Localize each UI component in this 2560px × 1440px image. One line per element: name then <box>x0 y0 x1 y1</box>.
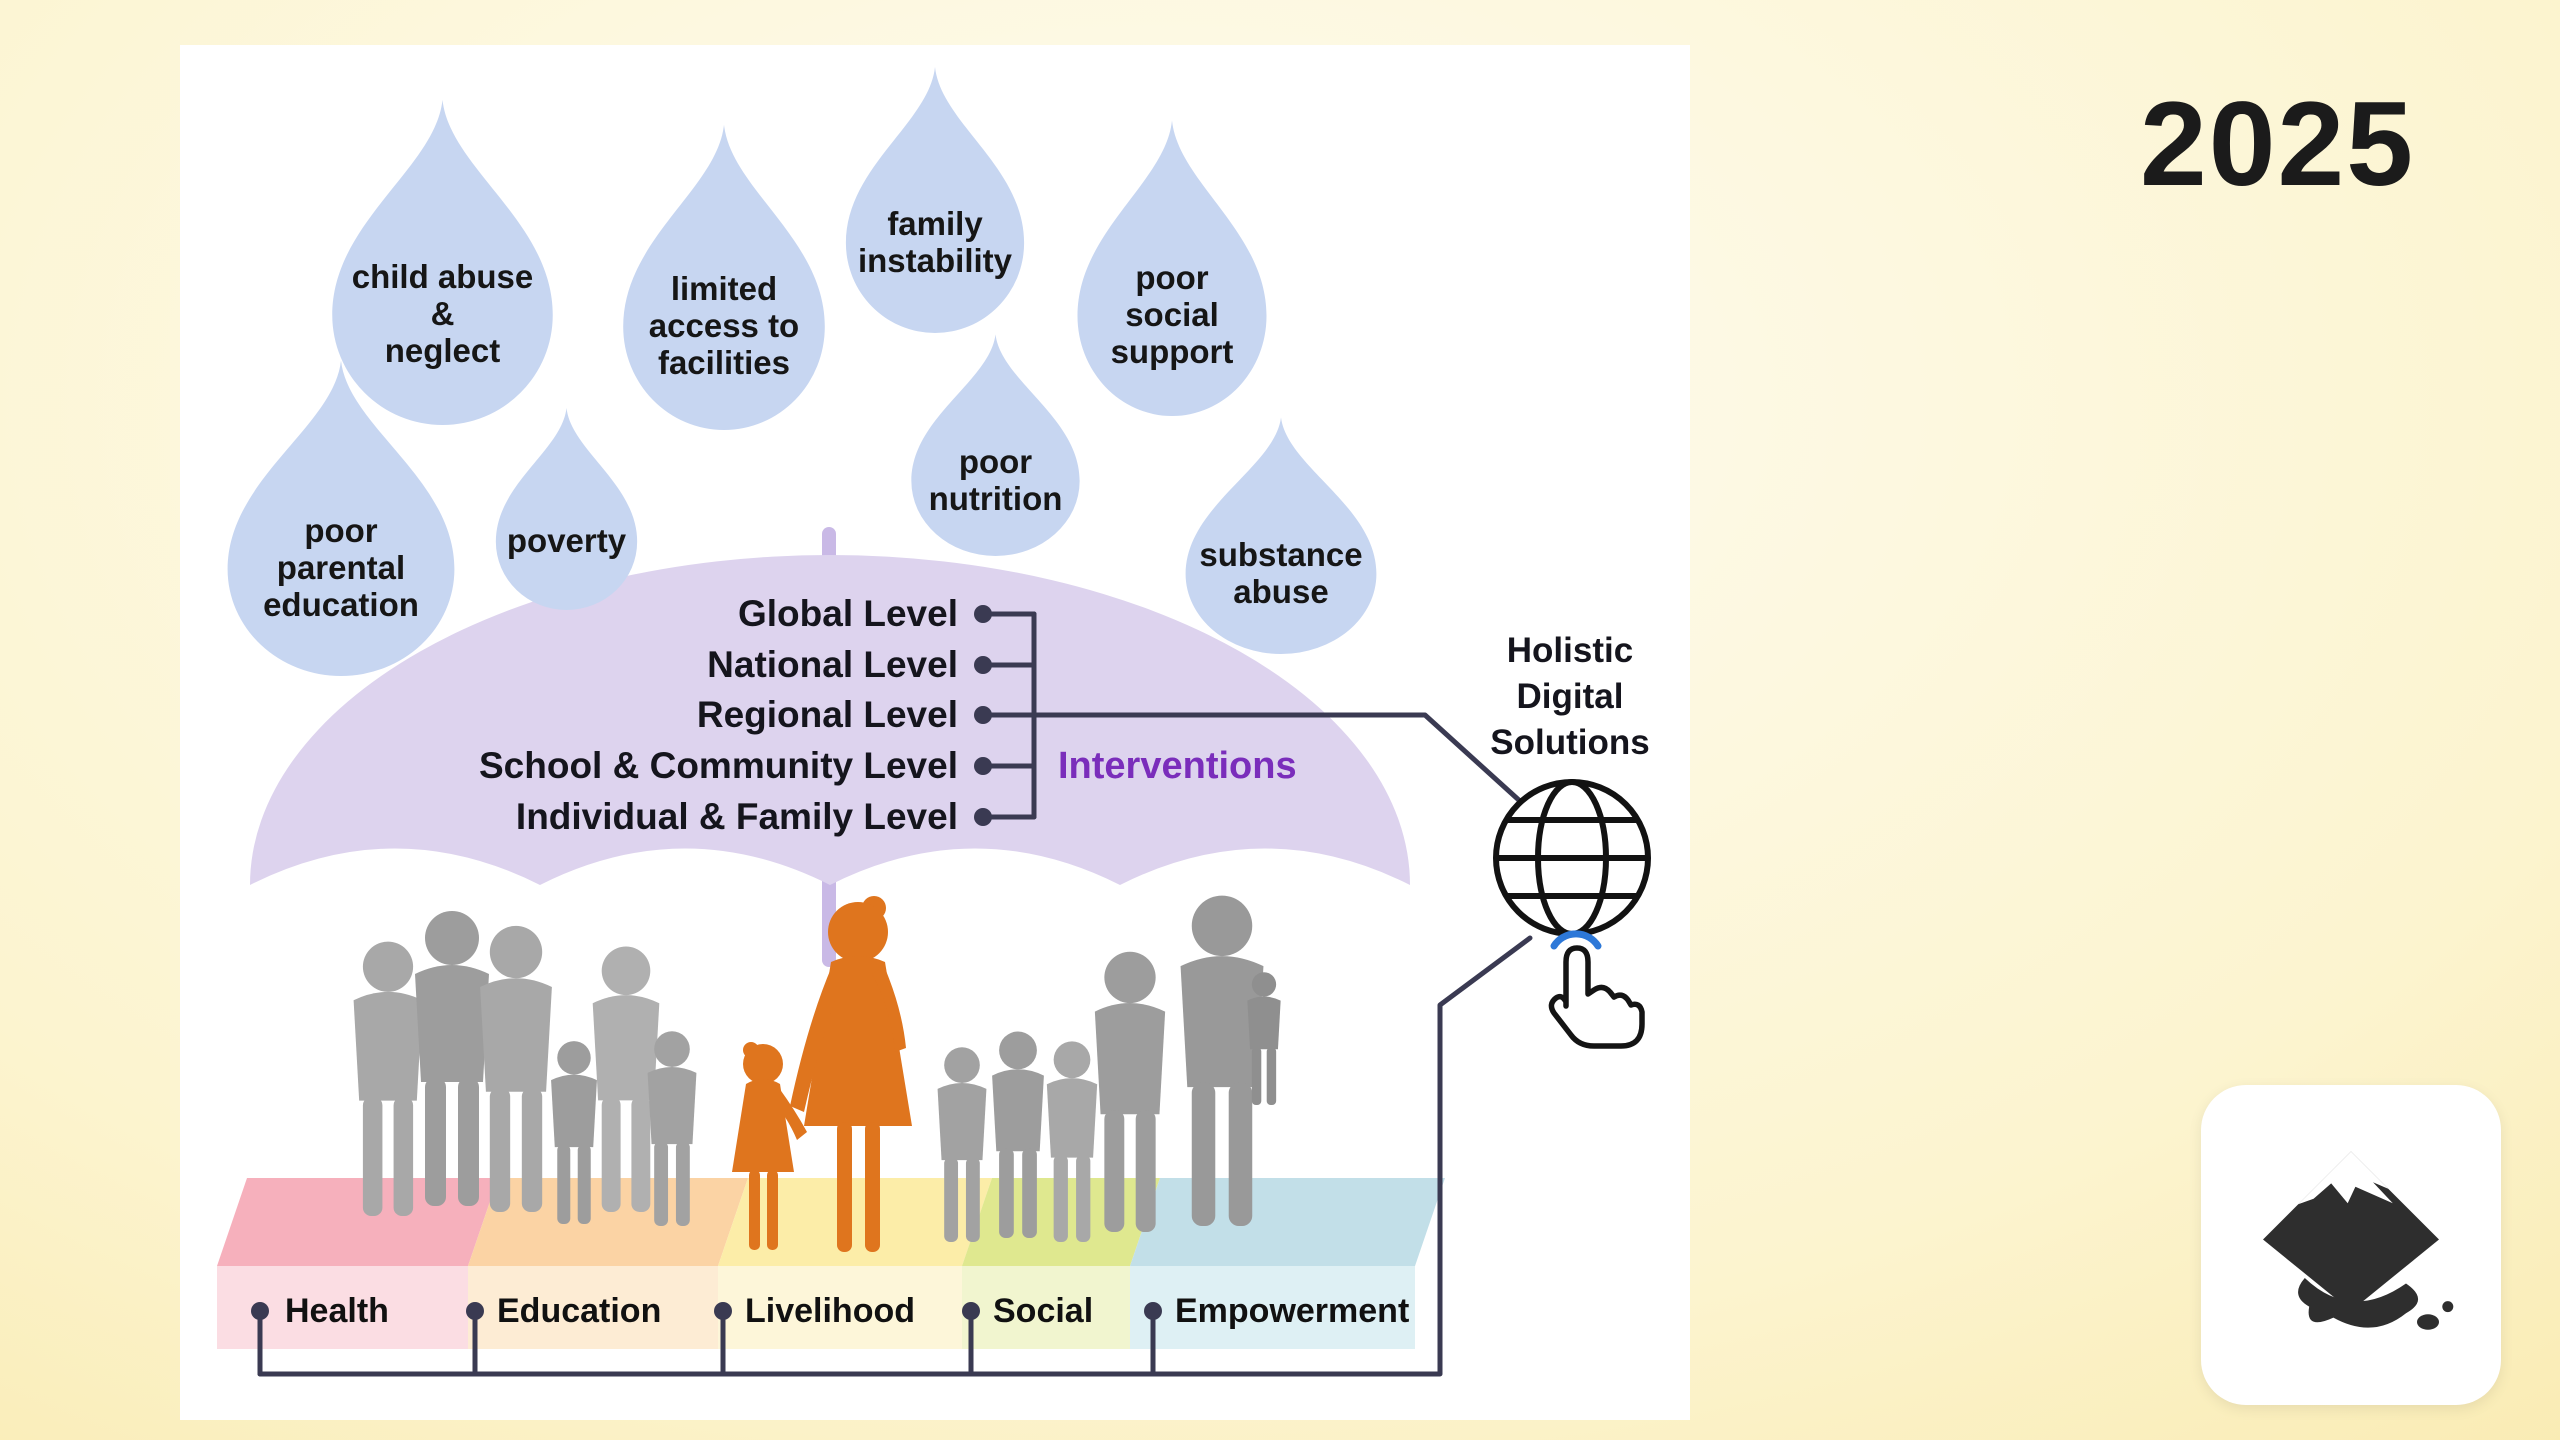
child-silhouette <box>1046 1041 1098 1242</box>
people-group <box>353 895 1281 1252</box>
risk-drop: poor parental education <box>215 356 467 676</box>
risk-drop-label: poor parental education <box>263 512 419 624</box>
platform-label-health: Health <box>285 1292 389 1330</box>
year-label: 2025 <box>2140 77 2415 211</box>
inkscape-mountain-icon <box>2263 1151 2454 1330</box>
risk-drop: poor social support <box>1067 116 1277 416</box>
risk-drop: poor nutrition <box>902 331 1089 556</box>
risk-drop-label: limited access to facilities <box>648 269 800 381</box>
highlighted-girl <box>732 1042 807 1250</box>
raindrop-icon <box>227 360 455 676</box>
risk-drop-label: poor nutrition <box>928 442 1063 517</box>
platform-label-social: Social <box>993 1292 1094 1330</box>
interventions-label: Interventions <box>1058 745 1297 787</box>
person-silhouette <box>415 911 489 1206</box>
person-silhouette <box>353 941 423 1216</box>
person-silhouette <box>480 925 552 1212</box>
level-school-community: School & Community Level <box>478 745 958 786</box>
solutions-title: Holistic Digital Solutions <box>1490 631 1650 762</box>
raindrop-icon <box>623 124 825 430</box>
raindrop-icon <box>1077 120 1267 416</box>
level-regional: Regional Level <box>696 694 958 735</box>
risk-drop-label: substance abuse <box>1199 535 1363 610</box>
raindrop-icon <box>1185 417 1377 654</box>
hand-cursor-icon <box>1548 930 1645 1049</box>
platform-label-education: Education <box>497 1292 662 1330</box>
raindrop-icon <box>911 334 1080 556</box>
risk-drop-label: family instability <box>857 204 1013 279</box>
risk-drop-label: child abuse & neglect <box>351 258 534 369</box>
tap-indicator-icon <box>1550 930 1602 950</box>
risk-drop: limited access to facilities <box>612 120 836 430</box>
risk-drop: child abuse & neglect <box>320 95 565 425</box>
platform-label-livelihood: Livelihood <box>745 1292 915 1330</box>
raindrop-icon <box>495 408 638 610</box>
level-global: Global Level <box>737 593 958 634</box>
highlighted-mother <box>790 896 912 1252</box>
child-silhouette <box>992 1031 1044 1238</box>
person-silhouette <box>1180 895 1264 1226</box>
raindrop-icon <box>332 99 553 425</box>
person-silhouette <box>1094 951 1166 1232</box>
risk-drop: family instability <box>836 63 1034 333</box>
risk-drop-label: poor social support <box>1110 259 1234 370</box>
child-silhouette <box>937 1047 987 1242</box>
raindrop-icon <box>845 67 1025 333</box>
risk-drop-label: poverty <box>506 521 627 559</box>
risk-drop: substance abuse <box>1175 414 1387 654</box>
risk-drop: poverty <box>488 405 645 610</box>
platform-label-empowerment: Empowerment <box>1175 1292 1410 1330</box>
level-national: National Level <box>707 644 958 685</box>
inkscape-logo <box>2201 1085 2501 1405</box>
level-individual-family: Individual & Family Level <box>515 796 958 837</box>
child-silhouette <box>551 1041 597 1224</box>
